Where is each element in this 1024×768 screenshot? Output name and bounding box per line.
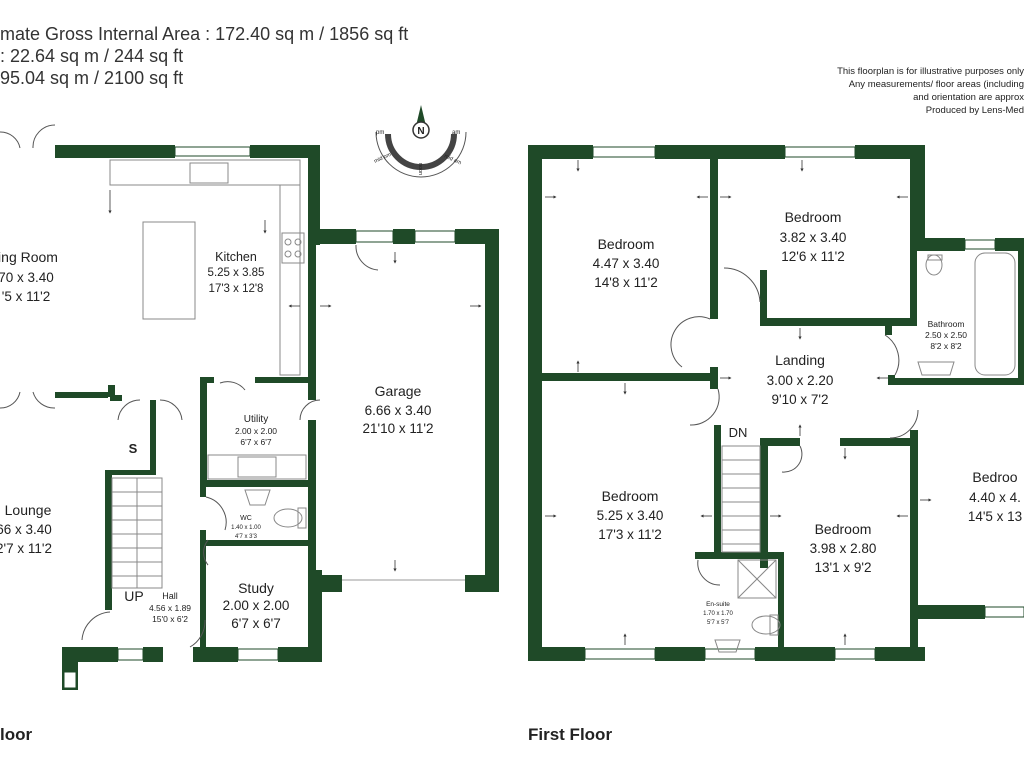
stairs-up-label: UP (124, 588, 143, 604)
gross-area-combined: 95.04 sq m / 2100 sq ft (0, 68, 184, 88)
landing-metric: 3.00 x 2.20 (767, 373, 834, 388)
bedroom2-imperial: 12'6 x 11'2 (781, 249, 844, 264)
kitchen-fixtures (109, 159, 307, 589)
compass-rose: N pm am mid pm mid am noon (373, 105, 467, 178)
disclaimer-line-2: Any measurements/ floor areas (including (848, 79, 1024, 90)
ground-door-swings (81, 244, 379, 648)
ensuite-metric: 1.70 x 1.70 (703, 611, 733, 617)
landing-imperial: 9'10 x 7'2 (772, 392, 829, 407)
lounge-name: Lounge (5, 502, 52, 518)
wc-basin-icon (244, 489, 271, 506)
kitchen-island (142, 221, 196, 320)
utility-metric: 2.00 x 2.00 (235, 426, 277, 436)
bedroom4-imperial: 13'1 x 9'2 (815, 560, 872, 575)
utility-sink-icon (237, 456, 277, 478)
stairs-down-label: DN (729, 425, 748, 440)
bathroom-imperial: 8'2 x 8'2 (930, 341, 961, 351)
kitchen-name: Kitchen (215, 250, 257, 264)
first-dimension-arrows (545, 160, 932, 645)
utility-name: Utility (244, 414, 268, 425)
disclaimer-line-1: This floorplan is for illustrative purpo… (837, 66, 1024, 77)
bedroom4-name: Bedroom (815, 521, 872, 537)
bedroom3-imperial: 17'3 x 11'2 (598, 527, 661, 542)
compass-pm: pm (376, 130, 384, 136)
bathtub-icon (974, 252, 1016, 376)
bedroom2-metric: 3.82 x 3.40 (780, 230, 847, 245)
bedroom1-imperial: 14'8 x 11'2 (594, 275, 657, 290)
first-room-labels: Bedroom 4.47 x 3.40 14'8 x 11'2 Bedroom … (593, 209, 1023, 626)
ensuite-basin-icon (714, 639, 741, 653)
bedroom2-name: Bedroom (785, 209, 842, 225)
compass-north: N (417, 126, 424, 137)
bathroom-basin-icon (917, 361, 955, 376)
shower-icon (737, 559, 777, 599)
gross-area-garage: : 22.64 sq m / 244 sq ft (0, 46, 184, 66)
disclaimer-line-3: and orientation are approx (913, 92, 1024, 103)
ground-stairs (111, 477, 163, 589)
wc-metric: 1.40 x 1.00 (231, 525, 261, 531)
compass-mid-pm: mid pm (373, 152, 392, 165)
study-name: Study (238, 580, 274, 596)
garage-name: Garage (375, 383, 422, 399)
hob-icon (281, 232, 305, 264)
ground-dimension-arrows (108, 190, 482, 572)
bedroom4-metric: 3.98 x 2.80 (810, 541, 877, 556)
bathroom-name: Bathroom (928, 319, 965, 329)
compass-noon: noon (417, 163, 423, 175)
ground-floor-label: loor (0, 725, 33, 744)
study-imperial: 6'7 x 6'7 (231, 616, 280, 631)
hall-imperial: 15'0 x 6'2 (152, 614, 188, 624)
garage-imperial: 21'10 x 11'2 (363, 421, 434, 436)
wc-name: WC (240, 515, 252, 522)
first-floor-label: First Floor (528, 725, 613, 744)
lounge-imperial: 2'7 x 11'2 (0, 541, 52, 556)
bedroom3-metric: 5.25 x 3.40 (597, 508, 664, 523)
ground-windows (63, 146, 456, 689)
gross-area-total: mate Gross Internal Area : 172.40 sq m /… (0, 24, 409, 44)
bedroom3-name: Bedroom (602, 488, 659, 504)
wc-toilet-icon (273, 508, 303, 528)
lounge-metric: 66 x 3.40 (0, 522, 52, 537)
ensuite-name: En-suite (706, 601, 730, 608)
ground-room-labels: ing Room 70 x 3.40 '5 x 11'2 Kitchen 5.2… (0, 249, 433, 631)
bedroom5-metric: 4.40 x 4. (969, 490, 1021, 505)
bedroom5-name: Bedroo (972, 469, 1017, 485)
disclaimer-line-4: Produced by Lens-Med (925, 105, 1024, 116)
store-label: S (129, 441, 138, 456)
wc-imperial: 4'7 x 3'3 (235, 534, 258, 540)
bedroom1-metric: 4.47 x 3.40 (593, 256, 660, 271)
first-fixtures (714, 252, 1016, 653)
utility-imperial: 6'7 x 6'7 (240, 437, 271, 447)
first-windows (584, 146, 1024, 660)
first-floor-walls (528, 145, 1024, 661)
dining-room-metric: 70 x 3.40 (0, 270, 54, 285)
bedroom1-name: Bedroom (598, 236, 655, 252)
dining-room-name: ing Room (0, 249, 58, 265)
compass-am: am (452, 130, 460, 136)
kitchen-sink-icon (189, 162, 229, 184)
hall-name: Hall (162, 591, 178, 601)
bathroom-metric: 2.50 x 2.50 (925, 330, 967, 340)
north-arrow-icon (416, 105, 426, 126)
kitchen-metric: 5.25 x 3.85 (208, 267, 265, 279)
ensuite-imperial: 5'7 x 5'7 (707, 620, 730, 626)
bedroom5-imperial: 14'5 x 13 (968, 509, 1022, 524)
kitchen-imperial: 17'3 x 12'8 (209, 283, 264, 295)
landing-name: Landing (775, 352, 825, 368)
dining-french-doors (0, 124, 56, 409)
first-stairs (721, 445, 761, 553)
hall-metric: 4.56 x 1.89 (149, 603, 191, 613)
study-metric: 2.00 x 2.00 (223, 598, 290, 613)
first-door-swings (670, 267, 919, 586)
ensuite-toilet-icon (751, 615, 781, 635)
dining-room-imperial: '5 x 11'2 (2, 289, 50, 304)
garage-metric: 6.66 x 3.40 (365, 403, 432, 418)
